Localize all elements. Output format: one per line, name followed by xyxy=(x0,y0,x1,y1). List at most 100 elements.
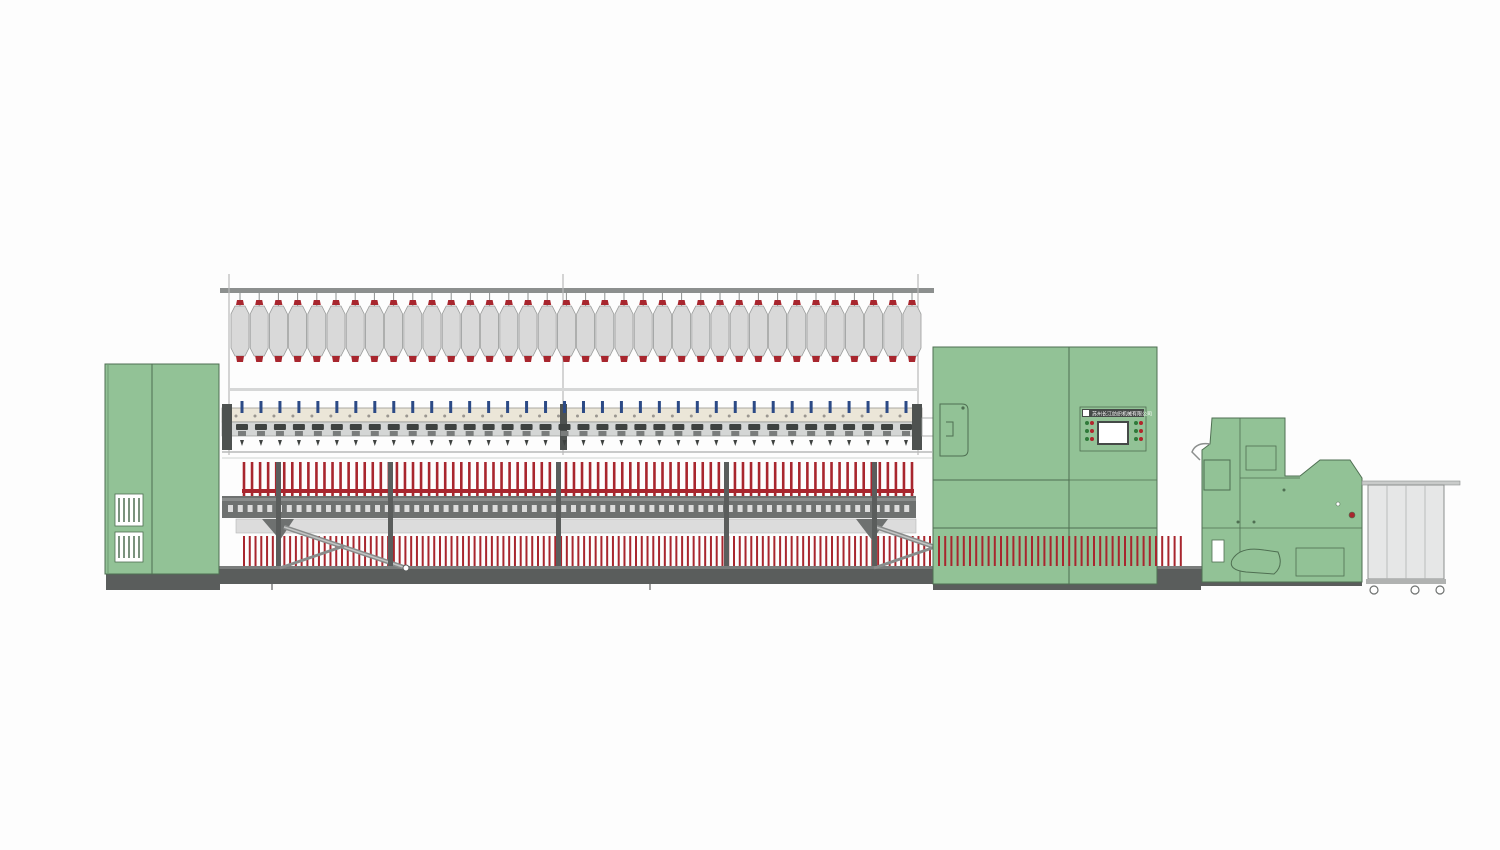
conveyor-peg xyxy=(836,536,839,566)
roving-package xyxy=(518,305,538,357)
conveyor-peg xyxy=(813,536,816,566)
roller-cradle xyxy=(598,431,607,436)
rail-slot xyxy=(522,505,527,512)
bobbin-cap-bottom xyxy=(908,356,916,362)
weighting-arm xyxy=(657,401,661,413)
emergency-stop-button[interactable] xyxy=(1139,437,1143,441)
drafting-head xyxy=(822,401,837,446)
doffer-arm-left-inner xyxy=(283,526,407,569)
roving-bobbin xyxy=(864,292,883,362)
indicator-green-5-icon xyxy=(1134,437,1138,441)
conveyor-peg xyxy=(485,536,488,566)
spindle-bobbin xyxy=(653,462,656,496)
spindle-bobbin xyxy=(709,462,713,496)
spindle-bobbin xyxy=(427,462,431,496)
cabinet-peg xyxy=(1105,536,1108,566)
cart-wheel-3 xyxy=(1435,585,1445,595)
roving-bobbin xyxy=(230,292,250,362)
roving-package xyxy=(269,305,288,357)
spindle-bobbin xyxy=(685,462,688,496)
cabinet-peg xyxy=(956,536,959,566)
panel-nameplate xyxy=(1082,409,1144,417)
spindle-bobbin xyxy=(443,462,447,496)
conveyor-peg xyxy=(744,536,747,566)
drafting-head xyxy=(234,401,248,446)
bobbin-cap-bottom xyxy=(658,356,667,362)
drafting-end-left xyxy=(222,404,232,450)
draft-roller xyxy=(501,424,514,430)
doffing-side-panel xyxy=(1295,547,1345,577)
roving-bobbin xyxy=(633,292,653,362)
roving-bobbin xyxy=(288,292,307,362)
left-headstock-cabinet xyxy=(104,363,220,575)
draft-roller xyxy=(805,424,818,430)
roller-hub xyxy=(519,414,523,418)
bobbin-cap-top xyxy=(908,300,916,305)
doffing-gauge-icon xyxy=(1335,501,1341,507)
roller-hub xyxy=(272,414,276,418)
roving-bobbin xyxy=(825,292,845,362)
roving-package xyxy=(480,305,499,357)
draft-roller xyxy=(691,424,704,430)
thread-guide xyxy=(562,440,567,446)
conveyor-peg xyxy=(825,536,828,566)
weighting-arm xyxy=(506,401,510,413)
thread-guide xyxy=(410,440,415,446)
start-button[interactable] xyxy=(1085,437,1089,441)
indicator-green-1-icon xyxy=(1085,421,1089,425)
thread-guide xyxy=(638,440,643,446)
rail-slot xyxy=(708,505,714,512)
roller-cradle xyxy=(408,431,417,436)
conveyor-peg xyxy=(519,536,522,566)
drafting-head xyxy=(803,401,818,446)
roller-hub xyxy=(443,414,447,418)
rail-slot xyxy=(757,505,763,512)
drafting-head xyxy=(594,401,609,446)
rail-slot xyxy=(590,505,596,512)
conveyor-peg xyxy=(802,536,805,566)
stop-button[interactable] xyxy=(1090,437,1094,441)
roving-package xyxy=(672,305,691,357)
cabinet-peg xyxy=(1086,536,1089,566)
rail-slot xyxy=(904,505,910,512)
roller-hub xyxy=(898,414,902,418)
rail-slot xyxy=(228,505,233,512)
cabinet-peg xyxy=(1018,536,1021,566)
draft-roller xyxy=(444,424,457,430)
headstock-body xyxy=(104,363,220,575)
thread-guide xyxy=(600,440,605,446)
drafting-head xyxy=(519,401,533,446)
cabinet-peg xyxy=(1074,536,1077,566)
touch-screen[interactable] xyxy=(1097,421,1129,445)
roller-hub xyxy=(803,414,807,418)
conveyor-peg xyxy=(473,536,476,566)
roller-cradle xyxy=(427,431,436,436)
cabinet-peg xyxy=(1006,536,1009,566)
doffing-knob-icon[interactable] xyxy=(1348,511,1356,519)
cabinet-peg xyxy=(1055,536,1058,566)
cart-handle xyxy=(1361,480,1461,486)
conveyor-peg xyxy=(658,536,661,566)
conveyor-peg xyxy=(433,536,436,566)
bobbin-cap-bottom xyxy=(696,356,705,362)
weighting-arm xyxy=(676,401,680,413)
conveyor-peg xyxy=(306,536,309,566)
rail-slot xyxy=(326,505,331,512)
spindle-bobbin xyxy=(460,462,463,496)
spindle-bobbin xyxy=(862,462,866,496)
roving-package xyxy=(384,305,403,357)
roving-package xyxy=(441,305,461,357)
spindle-bobbin xyxy=(540,462,544,496)
rail-slot xyxy=(473,505,478,512)
bobbin-cap-top xyxy=(351,300,360,305)
draft-roller xyxy=(254,424,267,430)
roving-bobbin xyxy=(326,292,346,362)
cabinet-peg xyxy=(1167,536,1170,566)
roller-cradle xyxy=(788,431,797,436)
spindle-bobbin xyxy=(822,462,825,496)
conveyor-peg xyxy=(617,536,620,566)
draft-roller xyxy=(748,424,761,430)
conveyor-peg xyxy=(341,536,343,566)
conveyor-peg xyxy=(537,536,539,566)
roller-cradle xyxy=(769,431,778,436)
